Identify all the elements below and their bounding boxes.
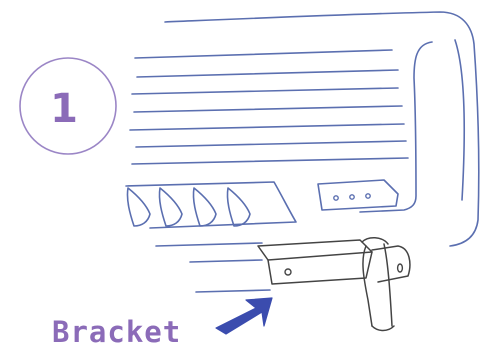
louvre-vane [227, 188, 250, 226]
pipe-bottom [372, 326, 394, 331]
grille-slat [135, 50, 392, 58]
bracket-front [268, 252, 372, 284]
grille-slat [130, 124, 404, 130]
louvre-vane [127, 188, 150, 226]
louvre-vanes [127, 188, 250, 226]
grille-slat [132, 158, 408, 164]
bracket-clamp-hole [398, 264, 403, 272]
ac-housing-front-curve [455, 40, 464, 200]
ac-unit [126, 12, 479, 292]
bracket-clamp [372, 246, 410, 282]
arrow-up-right-icon [216, 298, 272, 334]
ac-housing-inner-curve [360, 42, 432, 212]
pipe-collar [362, 238, 388, 244]
grille-slat [134, 106, 402, 112]
indicator-light [366, 194, 370, 198]
grille-slat [136, 141, 406, 147]
step-number: 1 [50, 86, 78, 132]
grille-slat [132, 88, 398, 94]
pipe-right-edge [384, 244, 392, 326]
ac-base-line [190, 260, 262, 262]
indicator-light [350, 195, 354, 199]
ac-base-line [156, 243, 262, 246]
grille-slat [137, 70, 398, 77]
indicator-light [334, 196, 338, 200]
ac-grille [130, 50, 408, 164]
bracket-plate [258, 240, 372, 260]
bracket-screw-hole [285, 269, 291, 275]
mounting-bracket [258, 238, 410, 331]
louvre-vane [193, 188, 216, 226]
louvre-vane [159, 188, 182, 226]
bracket-label: Bracket [52, 315, 181, 349]
ac-base-line [196, 290, 270, 292]
step-badge: 1 [20, 58, 116, 154]
indicator-panel [318, 180, 398, 210]
